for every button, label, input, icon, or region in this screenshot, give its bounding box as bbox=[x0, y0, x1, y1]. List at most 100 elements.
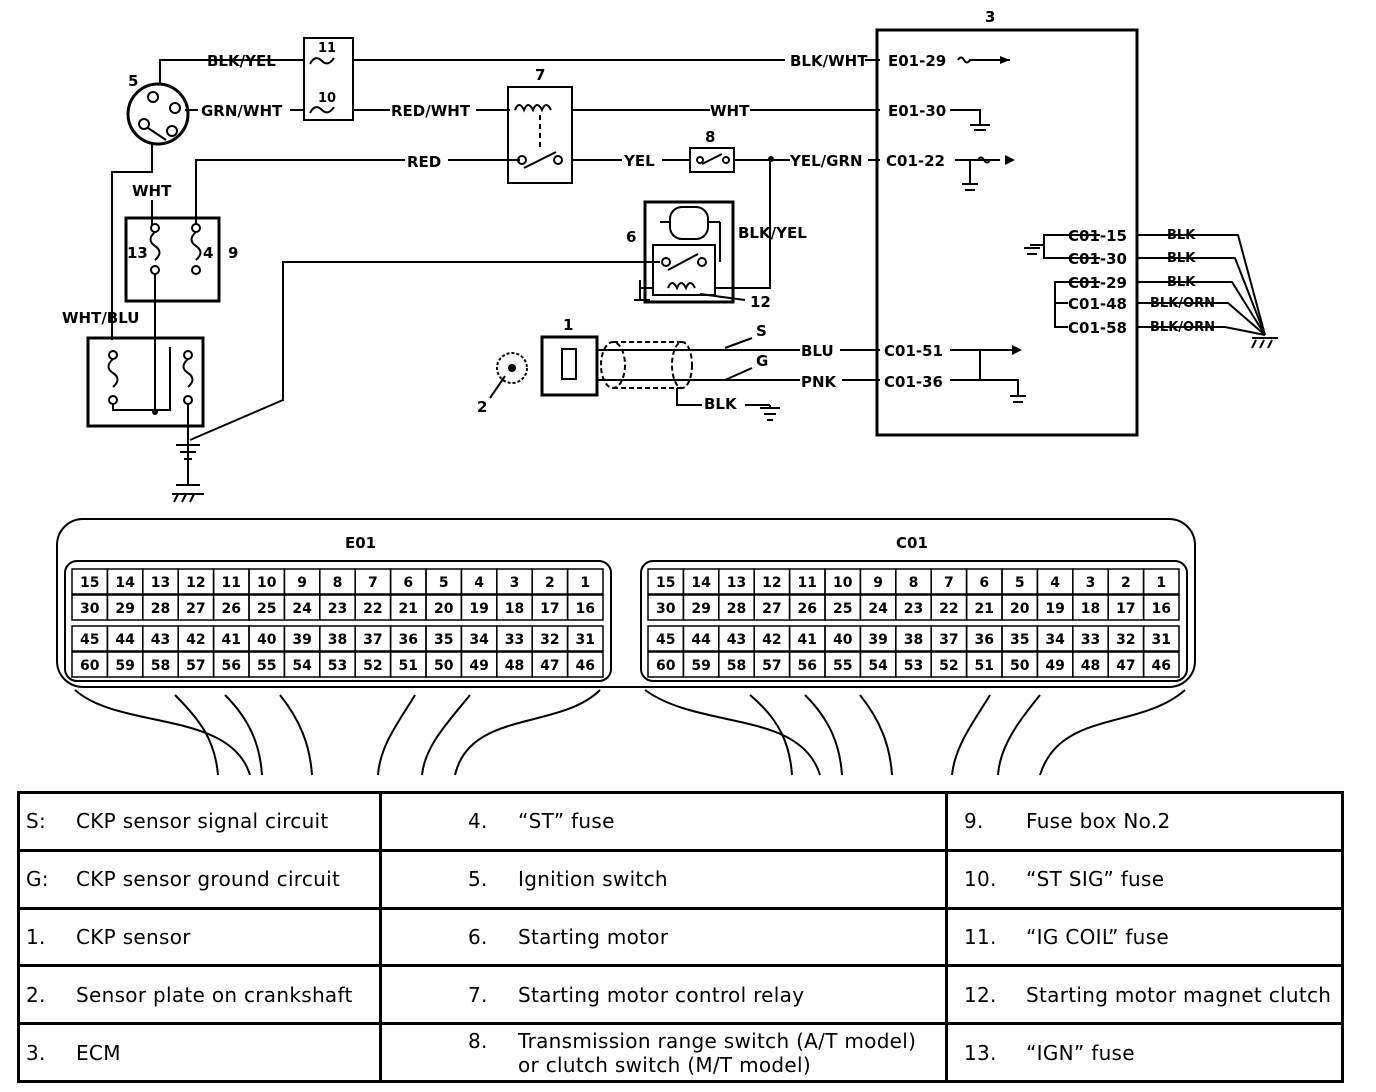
label-s: S bbox=[756, 322, 767, 340]
svg-text:8: 8 bbox=[705, 128, 715, 146]
label-blu: BLU bbox=[801, 342, 834, 360]
svg-text:11: 11 bbox=[318, 41, 336, 56]
connector-pin-label: 28 bbox=[151, 601, 170, 617]
connector-pin-label: 12 bbox=[186, 575, 205, 591]
svg-text:12: 12 bbox=[750, 293, 771, 311]
connector-pin-label: 53 bbox=[904, 658, 923, 674]
label-yel: YEL bbox=[623, 152, 655, 170]
connector-pin-label: 27 bbox=[762, 601, 781, 617]
svg-text:C01-22: C01-22 bbox=[886, 152, 945, 170]
connector-pin-label: 13 bbox=[151, 575, 170, 591]
connector-pin-label: 3 bbox=[510, 575, 520, 591]
connector-pin-label: 32 bbox=[540, 632, 559, 648]
connector-pin-label: 46 bbox=[1152, 658, 1171, 674]
svg-text:5: 5 bbox=[128, 72, 138, 90]
connector-pin-label: 57 bbox=[762, 658, 781, 674]
connector-pin-label: 33 bbox=[505, 632, 524, 648]
connector-pin-label: 38 bbox=[328, 632, 347, 648]
legend-cell: 8.Transmission range switch (A/T model)o… bbox=[379, 1022, 948, 1083]
control-relay bbox=[507, 86, 573, 184]
label-red: RED bbox=[407, 153, 441, 171]
connector-pin-label: 10 bbox=[257, 575, 277, 591]
connector-pin-label: 7 bbox=[944, 575, 954, 591]
connector-pin-label: 1 bbox=[580, 575, 590, 591]
connector-pin-label: 5 bbox=[439, 575, 449, 591]
connector-pin-label: 49 bbox=[1045, 658, 1064, 674]
legend-cell: 10.“ST SIG” fuse bbox=[945, 848, 1344, 910]
connector-pin-label: 42 bbox=[762, 632, 781, 648]
ecm bbox=[875, 28, 1139, 437]
connector-pin-label: 40 bbox=[257, 632, 277, 648]
legend-cell: 1.CKP sensor bbox=[17, 906, 382, 968]
legend-table: S:CKP sensor signal circuit 4.“ST” fuse … bbox=[17, 791, 1344, 1083]
connector-pin-cell bbox=[1142, 594, 1180, 621]
connector-pin-label: 4 bbox=[1050, 575, 1060, 591]
connector-pin-label: 44 bbox=[115, 632, 135, 648]
label-g: G bbox=[756, 352, 768, 370]
connector-pin-label: 14 bbox=[691, 575, 711, 591]
svg-text:13: 13 bbox=[127, 244, 148, 262]
connector-outline: E01 C01 bbox=[56, 518, 1196, 776]
connector-pin-label: 16 bbox=[1152, 601, 1171, 617]
connector-pin-label: 56 bbox=[798, 658, 817, 674]
label-blk-wht: BLK/WHT bbox=[790, 52, 868, 70]
legend-cell: 7.Starting motor control relay bbox=[379, 964, 948, 1026]
svg-text:BLK/ORN: BLK/ORN bbox=[1150, 320, 1215, 335]
connector-pin-label: 6 bbox=[979, 575, 989, 591]
connector-pin-label: 48 bbox=[1081, 658, 1100, 674]
connector-pin-label: 17 bbox=[540, 601, 559, 617]
connector-pin-label: 21 bbox=[975, 601, 994, 617]
component-numbers: 1 2 3 4 5 6 7 8 9 10 11 12 13 bbox=[127, 8, 995, 416]
label-wht-blu: WHT/BLU bbox=[62, 309, 139, 327]
svg-text:C01-30: C01-30 bbox=[1068, 250, 1127, 268]
connector-pin-label: 1 bbox=[1156, 575, 1166, 591]
svg-text:C01-36: C01-36 bbox=[884, 373, 943, 391]
label-red-wht: RED/WHT bbox=[391, 102, 471, 120]
connector-pin-label: 21 bbox=[399, 601, 418, 617]
sensor-plate bbox=[496, 352, 528, 384]
connector-pin-label: 3 bbox=[1086, 575, 1096, 591]
connector-pin-label: 39 bbox=[292, 632, 311, 648]
connector-pin-label: 29 bbox=[115, 601, 134, 617]
connector-pin-label: 12 bbox=[762, 575, 781, 591]
svg-text:7: 7 bbox=[535, 66, 545, 84]
legend-cell: G:CKP sensor ground circuit bbox=[17, 848, 382, 910]
connector-pin-label: 8 bbox=[909, 575, 919, 591]
svg-text:BLK: BLK bbox=[1167, 251, 1196, 266]
connector-pin-label: 54 bbox=[868, 658, 888, 674]
connector-pin-label: 20 bbox=[434, 601, 454, 617]
connector-pin-cell bbox=[566, 568, 604, 595]
connector-pin-label: 55 bbox=[833, 658, 852, 674]
connector-pin-label: 55 bbox=[257, 658, 276, 674]
label-wht-left: WHT bbox=[132, 182, 172, 200]
label-blk-yel: BLK/YEL bbox=[207, 52, 276, 70]
starting-motor bbox=[643, 200, 735, 304]
ckp-sensor bbox=[540, 335, 599, 397]
connector-pin-label: 31 bbox=[576, 632, 595, 648]
connector-pin-label: 60 bbox=[656, 658, 676, 674]
connector-pin-label: 24 bbox=[292, 601, 312, 617]
connector-pin-label: 34 bbox=[469, 632, 489, 648]
svg-text:C01-51: C01-51 bbox=[884, 342, 943, 360]
connector-pin-label: 20 bbox=[1010, 601, 1030, 617]
connector-pin-label: 23 bbox=[904, 601, 923, 617]
ignition-switch bbox=[126, 82, 190, 146]
connector-pin-label: 25 bbox=[257, 601, 276, 617]
svg-text:BLK: BLK bbox=[1167, 228, 1196, 243]
label-wht: WHT bbox=[710, 102, 750, 120]
legend-row: 2.Sensor plate on crankshaft 7.Starting … bbox=[17, 964, 1344, 1026]
svg-text:3: 3 bbox=[985, 8, 995, 26]
connector-pin-label: 45 bbox=[656, 632, 675, 648]
connector-pin-label: 31 bbox=[1152, 632, 1171, 648]
connector-pin-label: 59 bbox=[691, 658, 710, 674]
svg-text:E01-29: E01-29 bbox=[888, 52, 946, 70]
wire-labels: BLK/YEL GRN/WHT RED/WHT RED WHT WHT YEL … bbox=[62, 52, 868, 413]
svg-text:2: 2 bbox=[477, 398, 487, 416]
connector-pin-label: 42 bbox=[186, 632, 205, 648]
svg-text:1: 1 bbox=[563, 316, 573, 334]
legend-cell: 2.Sensor plate on crankshaft bbox=[17, 964, 382, 1026]
svg-text:BLK: BLK bbox=[1167, 275, 1196, 290]
connector-pin-label: 8 bbox=[333, 575, 343, 591]
connector-pin-label: 47 bbox=[1116, 658, 1135, 674]
connector-pin-label: 58 bbox=[151, 658, 170, 674]
